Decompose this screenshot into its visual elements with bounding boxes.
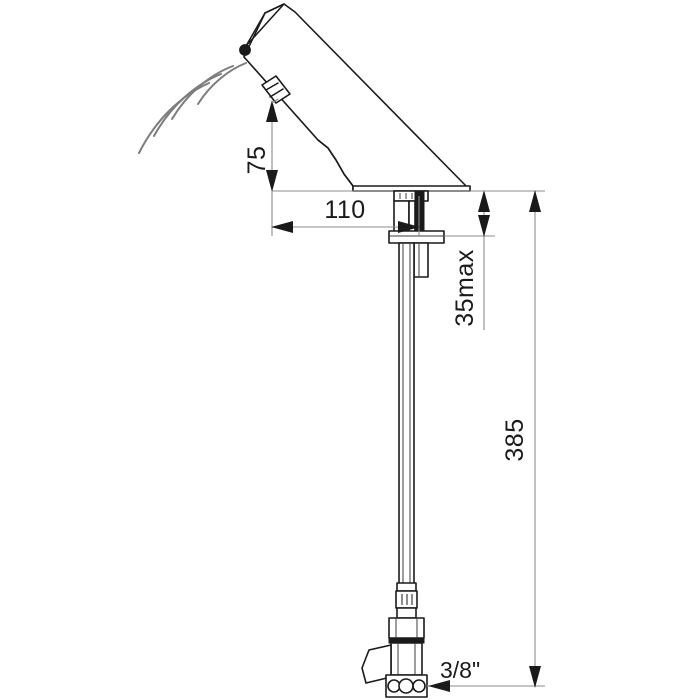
aerator-icon [239, 44, 251, 56]
dimension-label-75: 75 [243, 146, 271, 175]
dimension-label-inlet-thread: 3/8" [440, 657, 480, 683]
inlet-connector [385, 674, 428, 698]
dimension-sensor-height: 75 [243, 98, 279, 192]
dimension-label-385: 385 [501, 418, 529, 461]
spout-body [243, 3, 471, 192]
sensor-window-icon [261, 75, 291, 104]
detection-waves-icon [138, 62, 247, 154]
isolating-valve [361, 642, 423, 684]
dimension-spout-reach: 110 [271, 191, 420, 236]
dimension-deck-thickness: 35max [444, 190, 495, 330]
dimension-inlet-thread: 3/8" [428, 657, 530, 692]
tube-ferrule [395, 582, 418, 619]
dimension-label-110: 110 [324, 196, 365, 224]
fixing-nut [413, 242, 429, 278]
shank-tube [398, 242, 415, 589]
dimension-total-length: 385 [427, 190, 545, 688]
dimension-label-35max: 35max [451, 249, 479, 327]
mounting-flange [388, 230, 445, 244]
coupling-nut [388, 617, 425, 644]
